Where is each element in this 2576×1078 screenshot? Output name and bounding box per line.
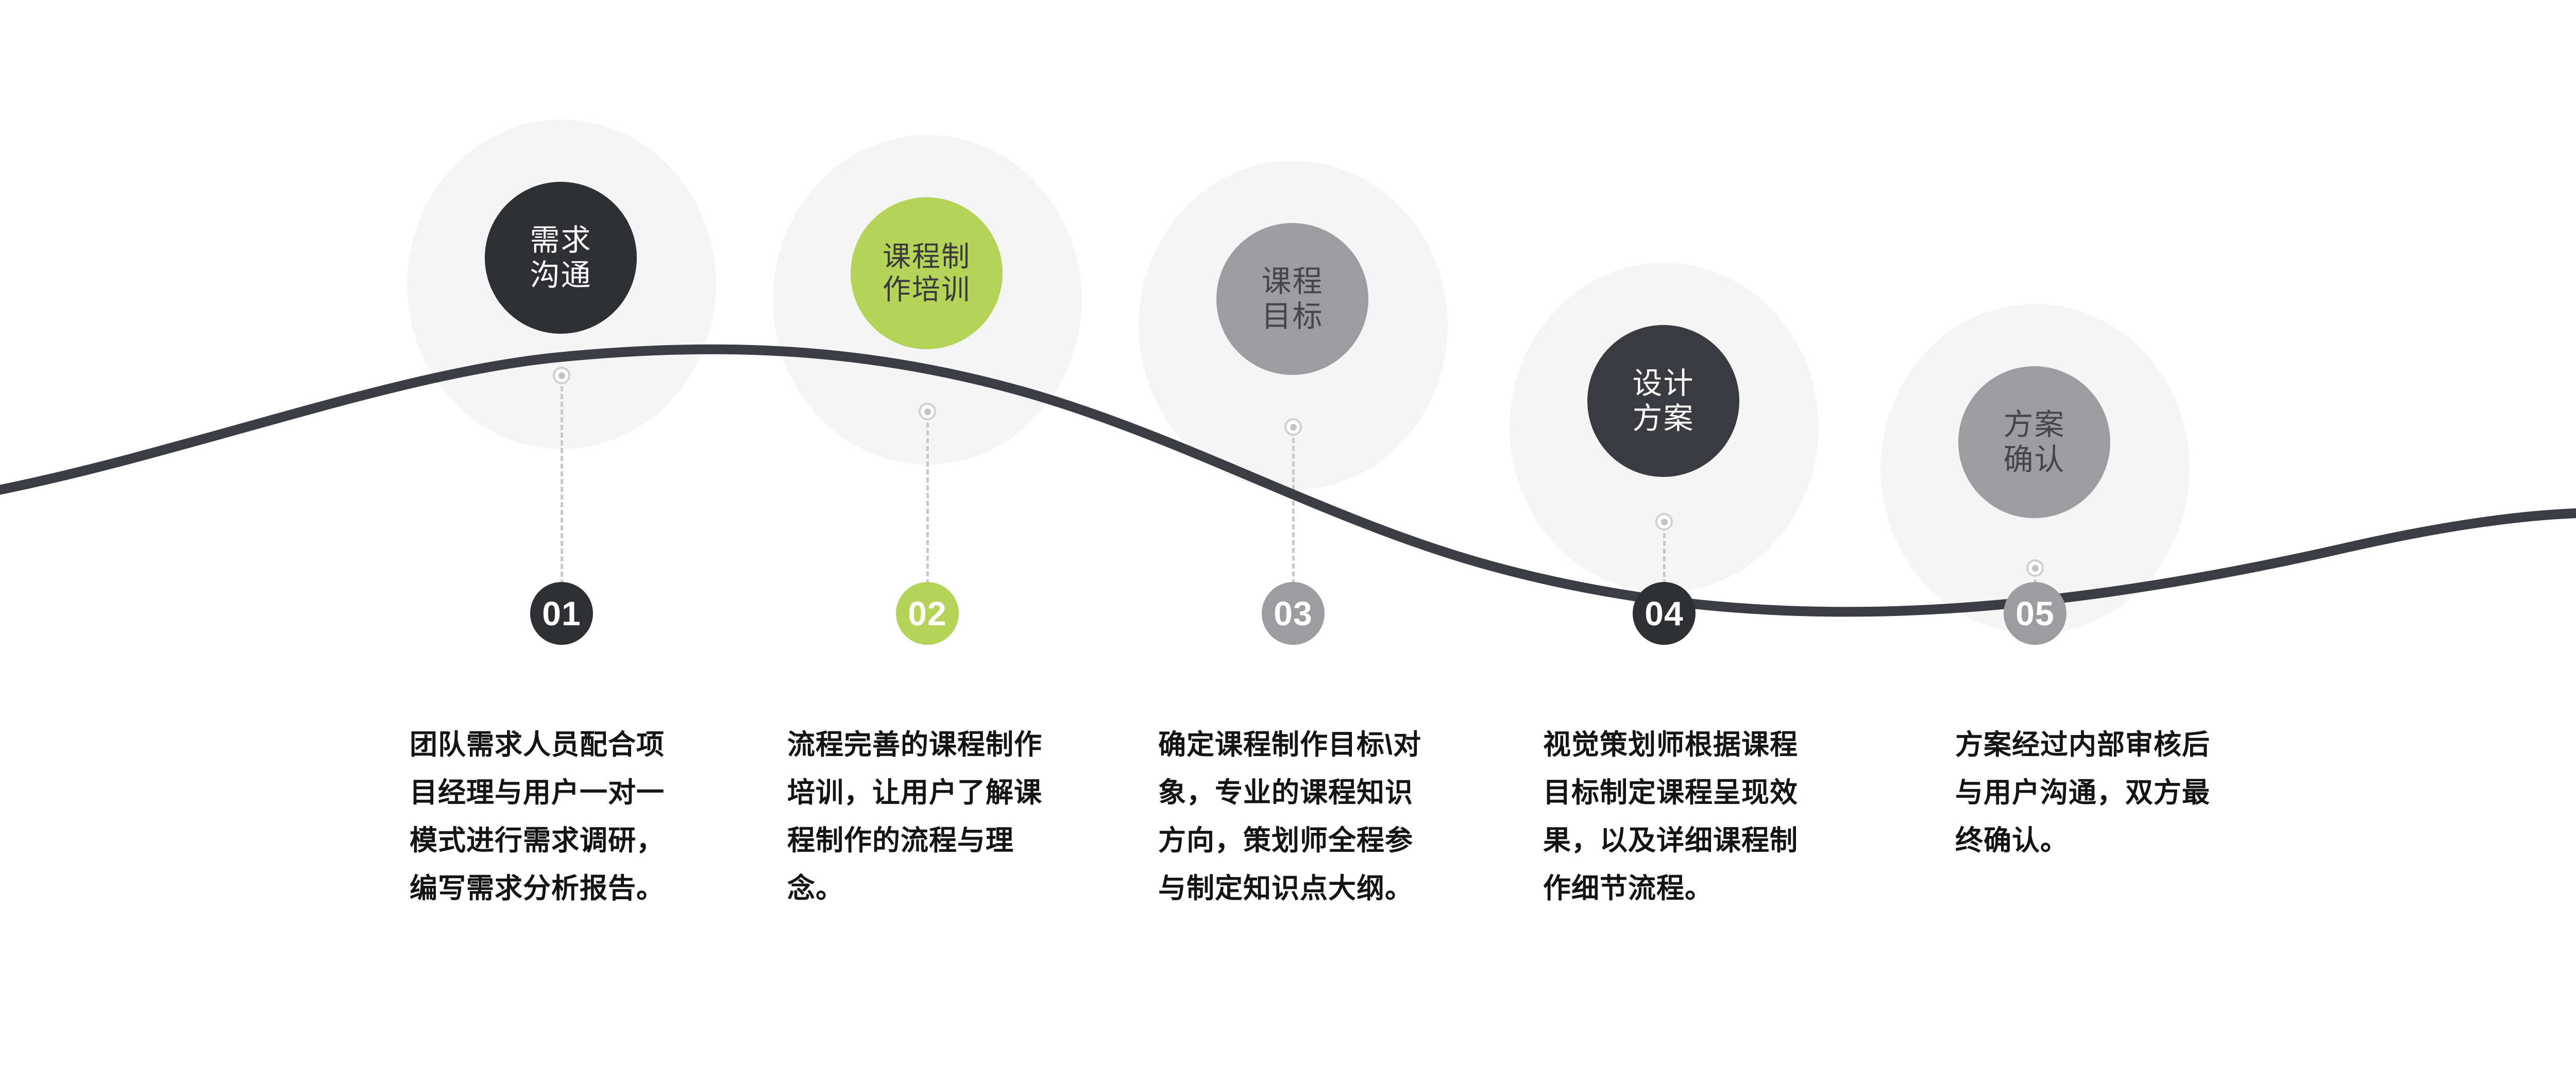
step-node-title-line2-1: 沟通 xyxy=(530,258,592,292)
step-node-5[interactable]: 方案 确认 xyxy=(1958,366,2110,518)
connector-dot-icon xyxy=(1290,423,1297,431)
step-node-4[interactable]: 设计 方案 xyxy=(1587,325,1739,477)
connector-dot-icon xyxy=(924,408,931,415)
step-badge-number-1: 01 xyxy=(542,594,581,632)
step-description-4: 视觉策划师根据课程目标制定课程呈现效果，以及详细课程制作细节流程。 xyxy=(1543,729,1798,904)
step-node-title-line2-2: 作培训 xyxy=(882,273,971,305)
connector-marker-5 xyxy=(2026,559,2044,577)
connector-marker-1 xyxy=(553,367,570,384)
step-description-2: 流程完善的课程制作培训，让用户了解课程制作的流程与理念。 xyxy=(787,729,1042,904)
step-node-title-line2-3: 目标 xyxy=(1261,299,1324,333)
step-node-title-line1-1: 需求 xyxy=(530,224,592,258)
step-description-5: 方案经过内部审核后与用户沟通，双方最终确认。 xyxy=(1955,729,2210,856)
step-node-title-line2-4: 方案 xyxy=(1632,401,1694,435)
step-badge-number-3: 03 xyxy=(1274,594,1313,632)
step-badge-5[interactable]: 05 xyxy=(2004,582,2066,645)
step-badge-number-5: 05 xyxy=(2015,594,2055,632)
step-node-2[interactable]: 课程制 作培训 xyxy=(851,197,1003,349)
step-node-title-line1-4: 设计 xyxy=(1632,367,1694,401)
step-node-1[interactable]: 需求 沟通 xyxy=(485,182,637,334)
step-badge-4[interactable]: 04 xyxy=(1633,582,1696,645)
step-node-3[interactable]: 课程 目标 xyxy=(1216,223,1368,375)
step-badge-1[interactable]: 01 xyxy=(530,582,593,645)
connector-marker-3 xyxy=(1284,418,1302,436)
connector-dot-icon xyxy=(2031,564,2039,572)
step-badge-number-4: 04 xyxy=(1645,594,1684,632)
step-badge-2[interactable]: 02 xyxy=(896,582,959,645)
step-description-3: 确定课程制作目标\对象，专业的课程知识方向，策划师全程参与制定知识点大纲。 xyxy=(1158,729,1422,904)
step-node-title-line1-5: 方案 xyxy=(2003,408,2065,442)
connector-line-3 xyxy=(1292,430,1295,600)
step-node-title-line1-2: 课程制 xyxy=(882,240,971,272)
step-node-title-line2-5: 确认 xyxy=(2003,442,2065,476)
connector-dot-icon xyxy=(1660,518,1668,525)
connector-line-2 xyxy=(926,415,929,600)
connector-line-1 xyxy=(561,379,563,600)
connector-dot-icon xyxy=(558,372,565,379)
connector-marker-4 xyxy=(1655,513,1673,531)
step-node-title-line1-3: 课程 xyxy=(1261,265,1324,299)
step-badge-number-2: 02 xyxy=(908,594,947,632)
step-badge-3[interactable]: 03 xyxy=(1262,582,1325,645)
connector-marker-2 xyxy=(919,403,936,420)
step-description-1: 团队需求人员配合项目经理与用户一对一模式进行需求调研，编写需求分析报告。 xyxy=(410,729,665,904)
